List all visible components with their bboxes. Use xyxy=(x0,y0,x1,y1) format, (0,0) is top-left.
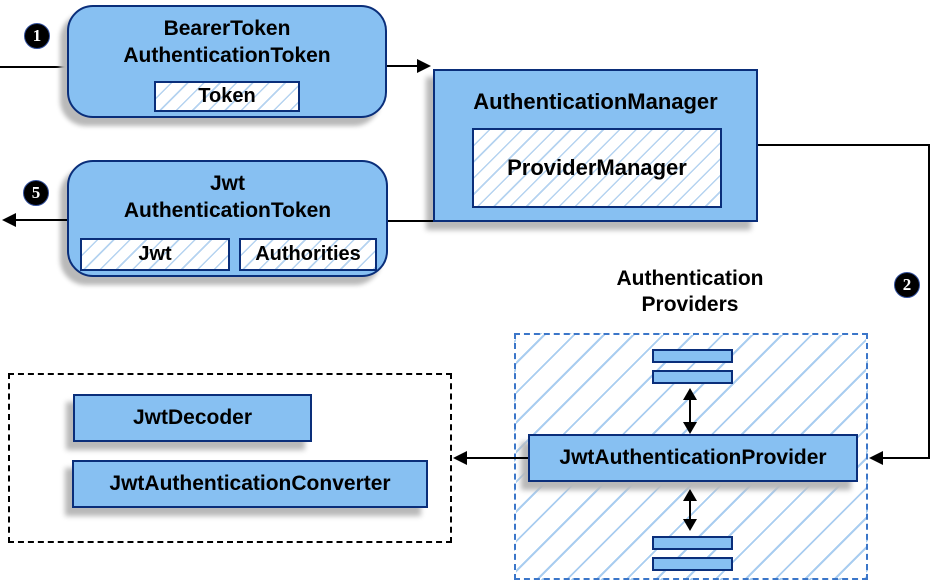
double-arrow-top-line xyxy=(689,396,691,424)
jwt-authentication-provider-node: JwtAuthenticationProvider xyxy=(528,434,858,482)
arrow-left-out-icon xyxy=(2,213,16,227)
bearer-to-manager-connector xyxy=(387,65,418,67)
arrow-down-icon xyxy=(683,422,697,434)
bearer-token-title-line2: AuthenticationToken xyxy=(123,44,331,67)
jwt-chip-label: Jwt xyxy=(138,243,172,265)
providers-label-line2: Providers xyxy=(641,293,739,316)
bearer-token-authentication-token-node: BearerToken AuthenticationToken Token xyxy=(67,5,387,118)
double-arrow-bottom-line xyxy=(689,497,691,523)
jwt-authentication-converter-label: JwtAuthenticationConverter xyxy=(109,472,391,495)
arrow-down-bottom-icon xyxy=(683,519,697,531)
jwt-decoder-node: JwtDecoder xyxy=(73,394,312,442)
provider-stack-bar-bottom-1 xyxy=(652,536,733,550)
providers-group-label: Authentication Providers xyxy=(575,266,805,318)
jwt-authentication-provider-label: JwtAuthenticationProvider xyxy=(559,446,827,469)
arrow-left-decoder-icon xyxy=(453,451,467,465)
step-1-number: 1 xyxy=(32,26,42,45)
providers-label-line1: Authentication xyxy=(616,267,764,290)
jwt-token-out-connector xyxy=(13,219,67,221)
provider-manager-chip-label: ProviderManager xyxy=(507,155,687,180)
provider-manager-chip: ProviderManager xyxy=(472,128,722,208)
jwt-chip: Jwt xyxy=(80,238,230,271)
step-1-badge: 1 xyxy=(24,23,50,49)
jwt-token-node-title: Jwt AuthenticationToken xyxy=(69,170,386,224)
provider-stack-bar-top-1 xyxy=(652,349,733,363)
arrow-up-bottom-icon xyxy=(683,489,697,501)
provider-to-decoder-connector xyxy=(466,457,528,459)
token-chip: Token xyxy=(154,81,300,112)
arrow-left-icon xyxy=(869,451,883,465)
jwt-authentication-converter-node: JwtAuthenticationConverter xyxy=(72,460,428,508)
jwt-decoder-label: JwtDecoder xyxy=(132,406,253,429)
manager-to-provider-connector-bottom xyxy=(882,457,930,459)
step-5-badge: 5 xyxy=(23,180,49,206)
authentication-manager-title: AuthenticationManager xyxy=(473,89,718,114)
manager-to-provider-connector-vertical xyxy=(928,144,930,458)
jwt-token-title-line2: AuthenticationToken xyxy=(123,199,332,222)
authorities-chip: Authorities xyxy=(239,238,377,271)
step-2-badge: 2 xyxy=(894,272,920,298)
bearer-token-title-line1: BearerToken xyxy=(163,17,291,40)
step-2-number: 2 xyxy=(902,275,912,294)
request-in-connector xyxy=(0,66,67,68)
provider-stack-bar-bottom-2 xyxy=(652,557,733,571)
authentication-manager-node: AuthenticationManager ProviderManager xyxy=(433,69,758,222)
arrow-right-icon xyxy=(417,59,431,73)
step-5-number: 5 xyxy=(31,183,41,202)
jwt-token-title-line1: Jwt xyxy=(209,172,245,195)
jwt-authentication-token-node: Jwt AuthenticationToken Jwt Authorities xyxy=(67,160,388,277)
authorities-chip-label: Authorities xyxy=(255,243,361,265)
provider-stack-bar-top-2 xyxy=(652,370,733,384)
manager-to-jwt-token-connector xyxy=(388,220,433,222)
token-chip-label: Token xyxy=(198,85,256,107)
bearer-token-node-title: BearerToken AuthenticationToken xyxy=(69,15,385,69)
arrow-up-icon xyxy=(683,388,697,400)
manager-to-provider-connector-top xyxy=(758,144,930,146)
